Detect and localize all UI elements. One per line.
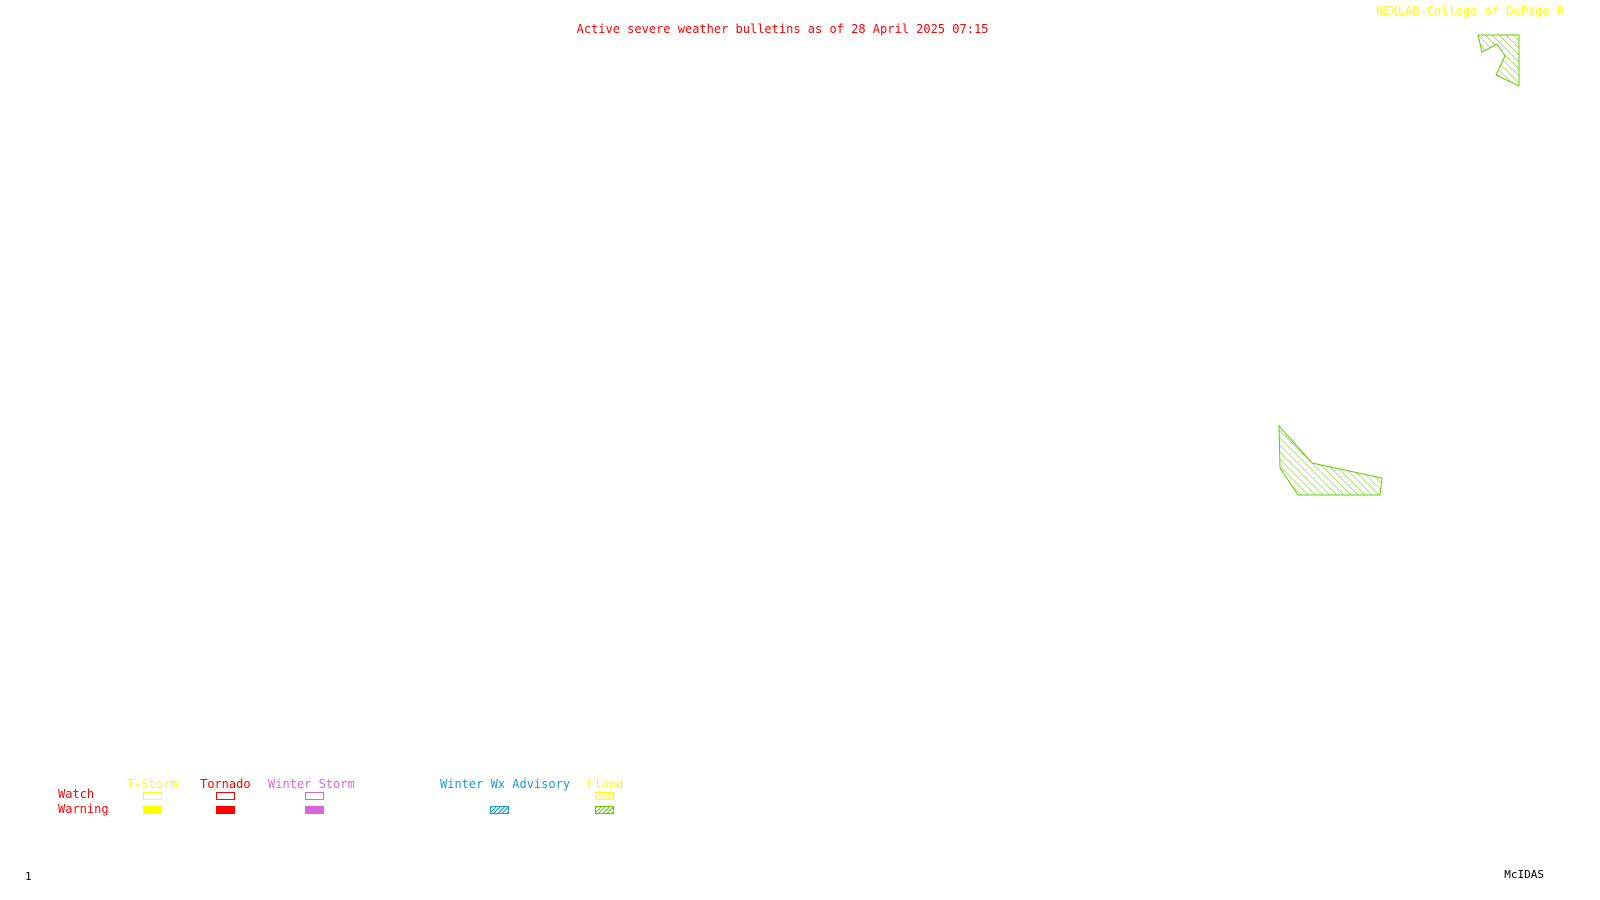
swatch-winter-storm-warning [305, 806, 324, 814]
flood-warning-area-east[interactable] [1278, 424, 1383, 496]
flood-warning-area-northeast[interactable] [1477, 34, 1520, 87]
swatch-flood-watch [595, 792, 614, 800]
swatch-tstorm-warning [143, 806, 162, 814]
bulletin-title: Active severe weather bulletins as of 28… [576, 22, 989, 36]
legend-row-warning: Warning [58, 802, 109, 816]
swatch-tstorm-watch [143, 792, 162, 800]
legend-header-winter-wx-advisory: Winter Wx Advisory [440, 777, 571, 791]
swatch-winter-storm-watch [305, 792, 324, 800]
legend-header-tornado: Tornado [200, 777, 251, 791]
legend-header-winter-storm: Winter Storm [268, 777, 355, 791]
legend-header-flood: Flood [587, 777, 624, 791]
legend-header-tstorm: T-Storm [127, 777, 178, 791]
swatch-tornado-watch [216, 792, 235, 800]
legend-row-watch: Watch [58, 787, 95, 801]
source-credit: NEXLAB-College of DuPage R [1376, 4, 1564, 18]
frame-number: 1 [25, 870, 32, 883]
swatch-tornado-warning [216, 806, 235, 814]
swatch-flood-warning [595, 806, 614, 814]
software-label: McIDAS [1504, 868, 1544, 881]
swatch-winter-wx-advisory [490, 806, 509, 814]
